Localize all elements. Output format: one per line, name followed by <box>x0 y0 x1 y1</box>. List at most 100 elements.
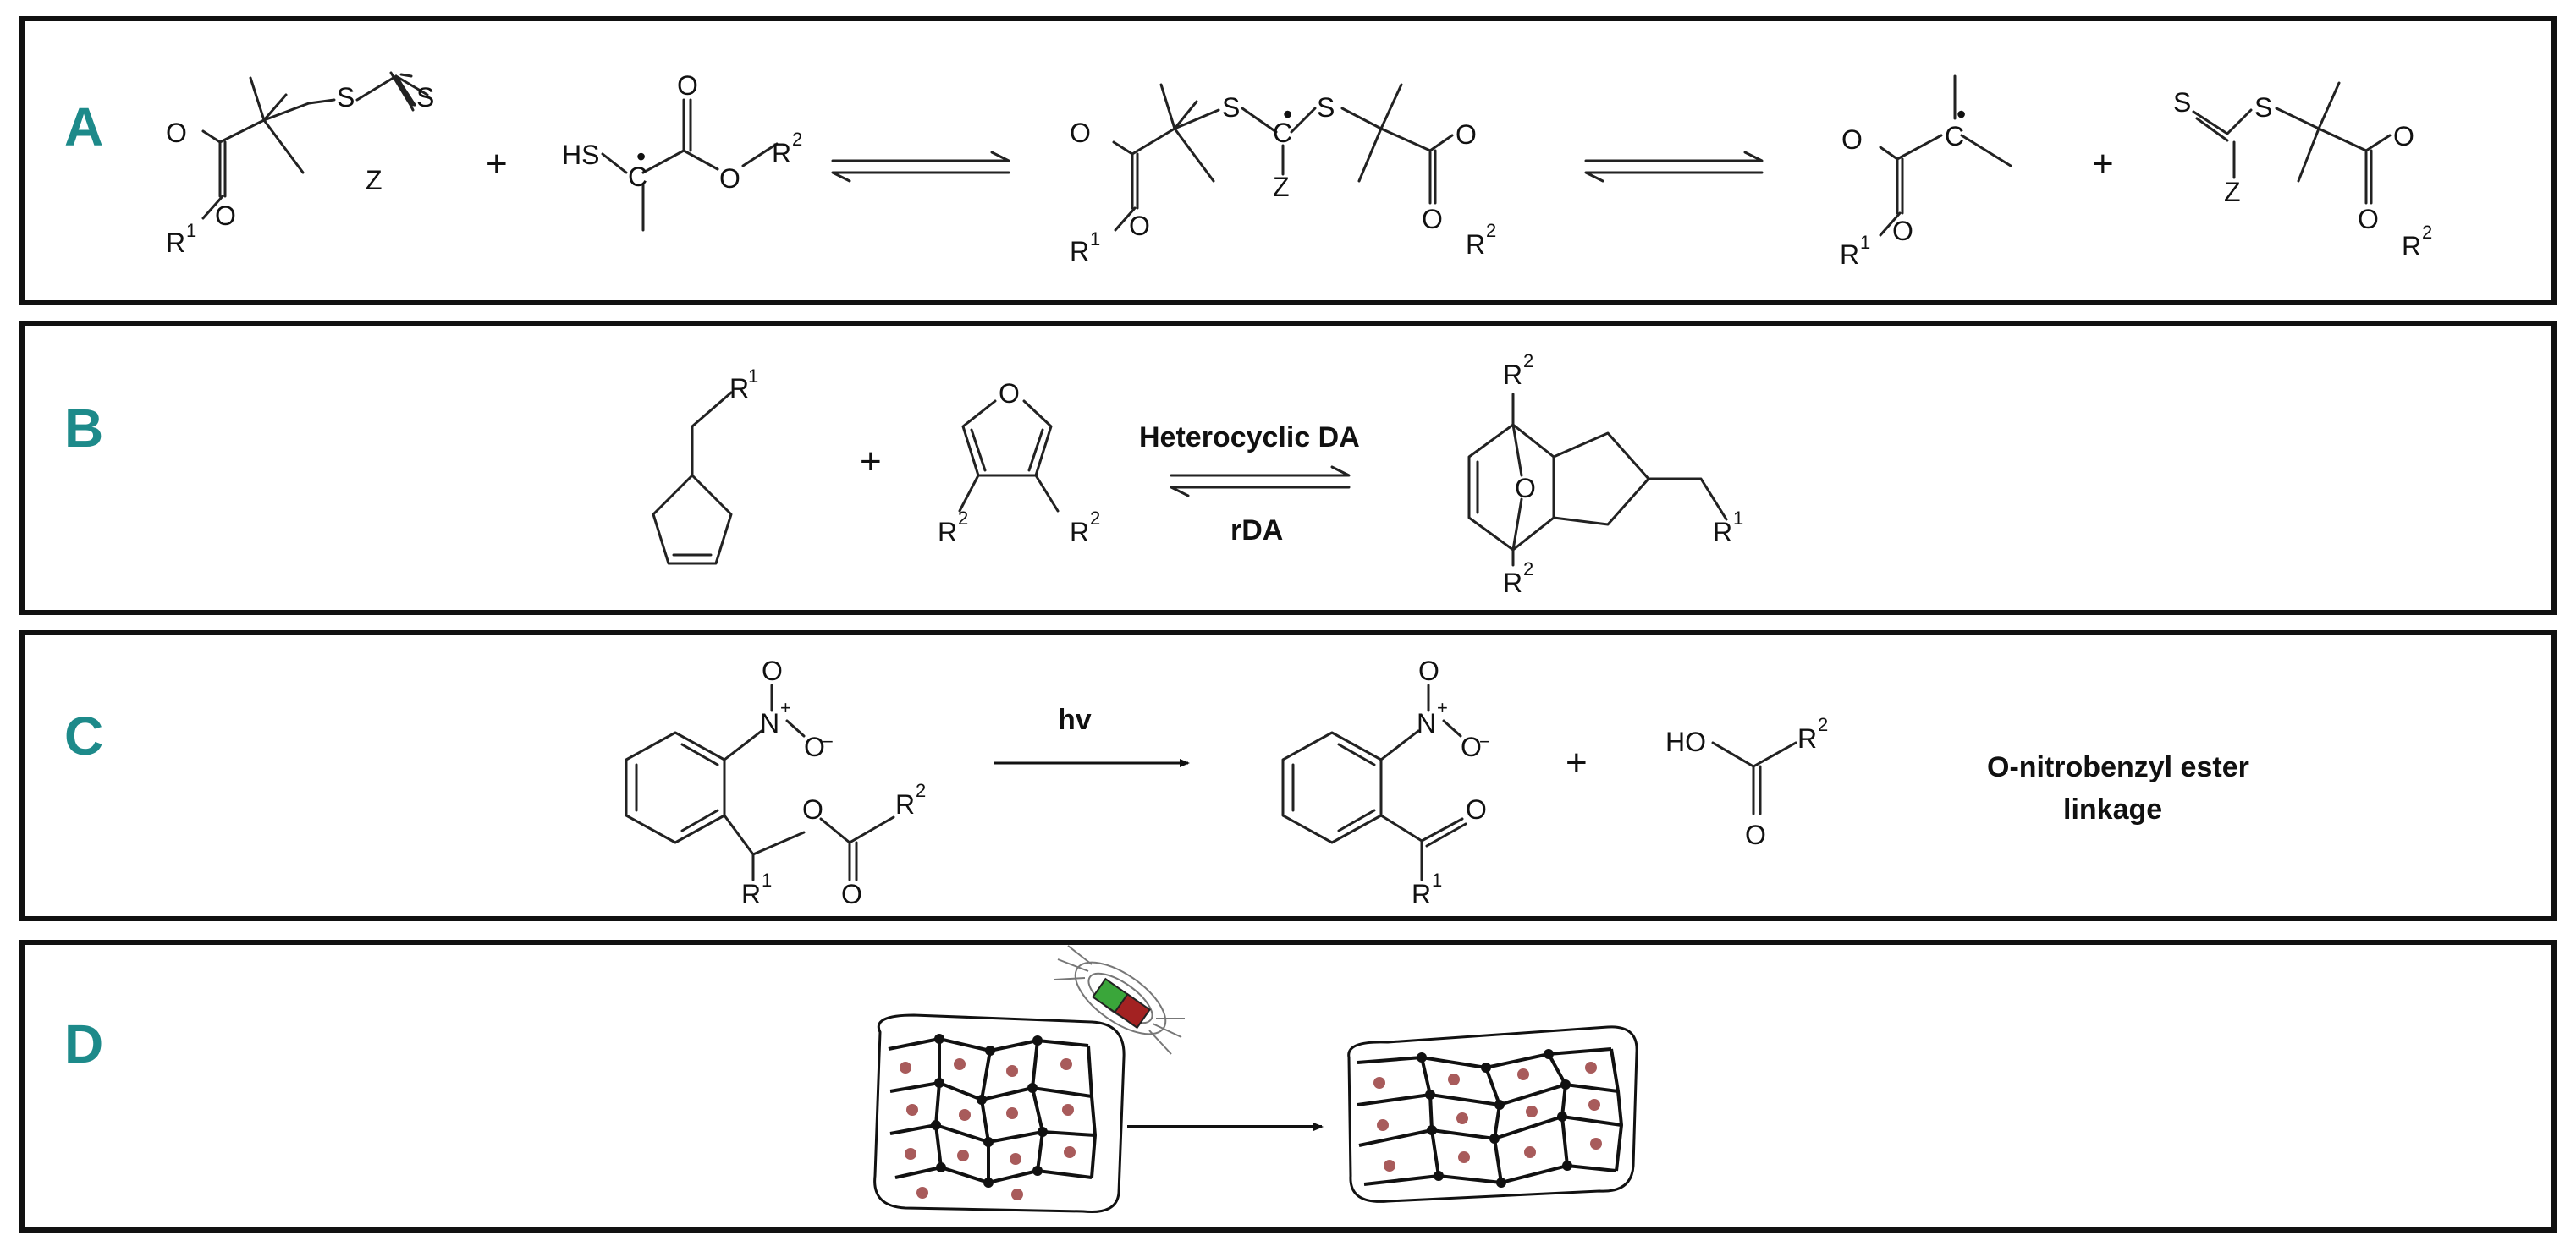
charge-plus: + <box>1437 697 1448 718</box>
panel-label-c: C <box>64 706 103 766</box>
atom-o: O <box>1422 204 1443 234</box>
atom-o: O <box>1841 124 1863 155</box>
atom-s: S <box>1317 92 1335 123</box>
superscript-2: 2 <box>2422 222 2432 243</box>
nitroso-product-molecule: N + O O − O R 1 <box>1281 656 1490 909</box>
superscript-2: 2 <box>958 508 968 529</box>
panel-label-d: D <box>64 1013 103 1074</box>
superscript-2: 2 <box>1486 220 1496 241</box>
equilibrium-arrow-1 <box>831 151 1010 183</box>
atom-r: R <box>166 228 185 258</box>
charge-minus: − <box>823 731 834 752</box>
plus-sign: + <box>486 143 508 184</box>
atom-o: O <box>2358 204 2379 234</box>
diels-alder-arrows: Heterocyclic DA rDA <box>1139 421 1360 546</box>
atom-o: O <box>1466 794 1487 825</box>
atom-r: R <box>1840 239 1859 270</box>
atom-o: O <box>1892 216 1913 246</box>
superscript-2: 2 <box>1818 714 1828 735</box>
polymer-network-before <box>873 1013 1126 1214</box>
atom-o: O <box>762 656 783 686</box>
atom-ho: HO <box>1665 727 1706 757</box>
atom-o: O <box>999 378 1020 409</box>
plus-sign: + <box>1566 742 1588 783</box>
magnetic-particles <box>1373 1062 1602 1172</box>
intermediate-radical-molecule: O S C • S Z O O R 1 O R 2 <box>1070 83 1496 266</box>
panel-b-frame <box>19 321 2557 615</box>
radical-dot: • <box>636 141 646 172</box>
equilibrium-arrow-2 <box>1584 151 1764 183</box>
atom-n: N <box>1417 708 1436 739</box>
panel-label-a: A <box>64 96 103 157</box>
atom-o: O <box>802 794 823 825</box>
panel-d-scheme <box>873 945 1638 1214</box>
plus-sign: + <box>2092 143 2114 184</box>
atom-c: C <box>1273 118 1292 148</box>
atom-s: S <box>337 82 355 113</box>
atom-hs: HS <box>562 140 599 170</box>
panel-a-scheme: O S S Z O R 1 + HS C • O O R 2 <box>166 70 2432 270</box>
forward-label: Heterocyclic DA <box>1139 421 1360 453</box>
atom-o: O <box>1418 656 1439 686</box>
atom-s: S <box>416 82 434 113</box>
linkage-label-line1: O-nitrobenzyl ester <box>1987 751 2249 783</box>
atom-o: O <box>1070 118 1091 148</box>
atom-s: S <box>1222 92 1240 123</box>
panel-c-scheme: N + O O − O R 2 R 1 O hv N + O O − <box>625 656 2249 909</box>
atom-c: C <box>628 162 647 192</box>
atom-r: R <box>2402 231 2421 261</box>
atom-r: R <box>1713 517 1732 547</box>
radical-dot: • <box>1283 99 1292 129</box>
atom-o: O <box>841 879 862 909</box>
plus-sign: + <box>860 441 882 482</box>
polymer-network-after <box>1347 1025 1638 1203</box>
atom-r: R <box>1503 360 1522 390</box>
atom-o: O <box>215 200 236 231</box>
arrow-label-hv: hv <box>1058 704 1092 736</box>
new-raft-agent-molecule: S S Z O O R 2 <box>2173 81 2432 261</box>
atom-z: Z <box>2224 177 2241 207</box>
diels-alder-adduct-molecule: O R 2 R 2 R 1 <box>1467 350 1743 598</box>
atom-o: O <box>2393 121 2414 151</box>
superscript-1: 1 <box>1733 508 1743 529</box>
superscript-2: 2 <box>916 780 926 801</box>
superscript-2: 2 <box>1090 508 1100 529</box>
atom-r: R <box>1797 723 1817 754</box>
atom-z: Z <box>1273 172 1290 202</box>
radical-dot: • <box>1957 99 1966 129</box>
atom-s: S <box>2254 92 2272 123</box>
charge-minus: − <box>1479 731 1490 752</box>
atom-o: O <box>1745 820 1766 850</box>
atom-r: R <box>1070 236 1089 266</box>
nitrobenzyl-ester-molecule: N + O O − O R 2 R 1 O <box>625 656 926 909</box>
atom-o: O <box>1129 211 1150 241</box>
atom-r: R <box>1503 568 1522 598</box>
panel-d-frame <box>19 940 2557 1233</box>
leaving-radical-molecule: O C • O R 1 <box>1840 74 2012 270</box>
atom-r: R <box>772 138 791 168</box>
panel-a-frame <box>19 16 2557 305</box>
magnet-icon <box>1054 945 1185 1055</box>
atom-o: O <box>804 732 825 762</box>
superscript-1: 1 <box>1860 232 1870 253</box>
superscript-1: 1 <box>186 220 196 241</box>
propagating-radical-molecule: HS C • O O R 2 <box>562 70 802 232</box>
atom-o: O <box>677 70 698 101</box>
panel-c-frame <box>19 630 2557 921</box>
superscript-2: 2 <box>1523 558 1533 579</box>
superscript-2: 2 <box>1523 350 1533 371</box>
atom-o: O <box>1461 732 1482 762</box>
atom-o: O <box>1515 473 1536 503</box>
charge-plus: + <box>780 697 791 718</box>
atom-r: R <box>938 517 957 547</box>
magnetic-particles <box>900 1058 1076 1200</box>
atom-n: N <box>760 708 779 739</box>
atom-r: R <box>741 879 761 909</box>
atom-c: C <box>1945 121 1964 151</box>
raft-agent-molecule: O S S Z O R 1 <box>166 71 434 258</box>
atom-o: O <box>1456 119 1477 150</box>
superscript-1: 1 <box>1090 228 1100 250</box>
panel-label-b: B <box>64 398 103 459</box>
carboxylic-acid-molecule: HO R 2 O <box>1665 714 1828 850</box>
